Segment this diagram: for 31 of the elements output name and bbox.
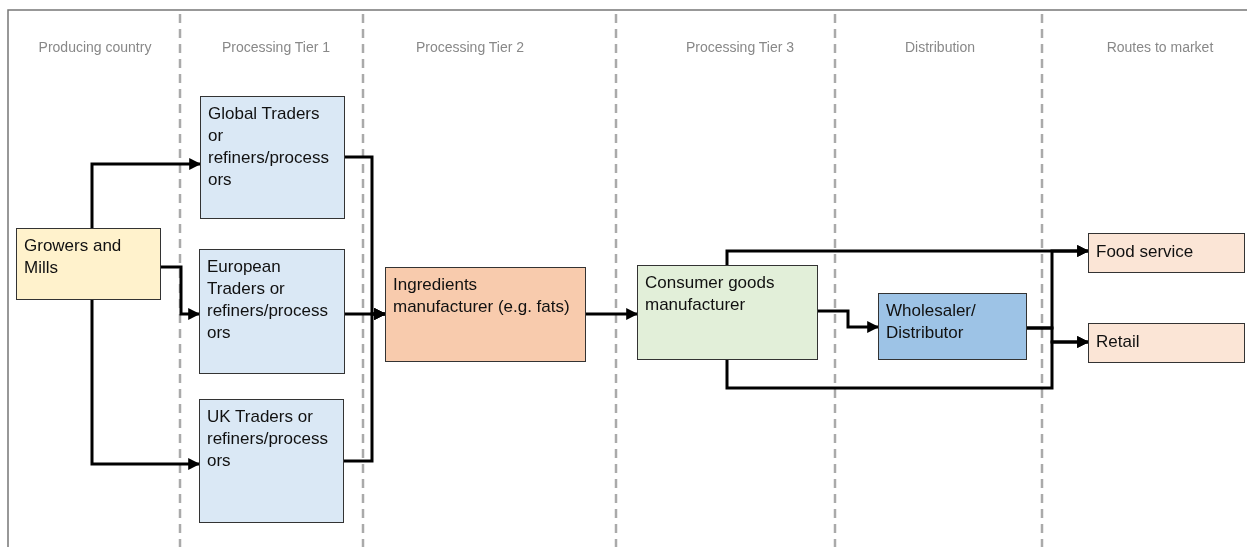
column-heading: Producing country — [37, 38, 153, 57]
process-box — [199, 399, 344, 523]
box-label: Retail — [1096, 331, 1141, 353]
arrow — [161, 265, 201, 320]
box-label: Global Traders or refiners/processors — [208, 103, 330, 192]
process-box — [637, 265, 818, 360]
process-box — [1088, 323, 1245, 363]
column-heading: Processing Tier 2 — [414, 38, 526, 57]
arrow — [344, 308, 387, 463]
box-label: Consumer goods manufacturer — [645, 272, 776, 317]
process-box — [200, 96, 345, 219]
arrow — [586, 308, 639, 320]
box-label: European Traders or refiners/processors — [207, 256, 329, 345]
box-label: Wholesaler/ Distributor — [886, 300, 977, 345]
arrow — [818, 309, 880, 333]
process-box — [385, 267, 586, 362]
process-box — [199, 249, 345, 374]
box-label: UK Traders or refiners/processors — [207, 406, 329, 473]
column-heading: Routes to market — [1105, 38, 1215, 57]
process-box — [1088, 233, 1245, 273]
process-box — [878, 293, 1027, 360]
arrow — [1027, 326, 1090, 348]
column-heading: Processing Tier 3 — [684, 38, 796, 57]
process-box — [16, 228, 161, 300]
box-label: Ingredients manufacturer (e.g. fats) — [393, 274, 571, 319]
column-heading: Distribution — [904, 38, 976, 57]
arrow — [90, 300, 201, 470]
column-heading: Processing Tier 1 — [220, 38, 332, 57]
arrow — [90, 158, 202, 228]
box-label: Food service — [1096, 241, 1195, 263]
box-label: Growers and Mills — [24, 235, 123, 280]
